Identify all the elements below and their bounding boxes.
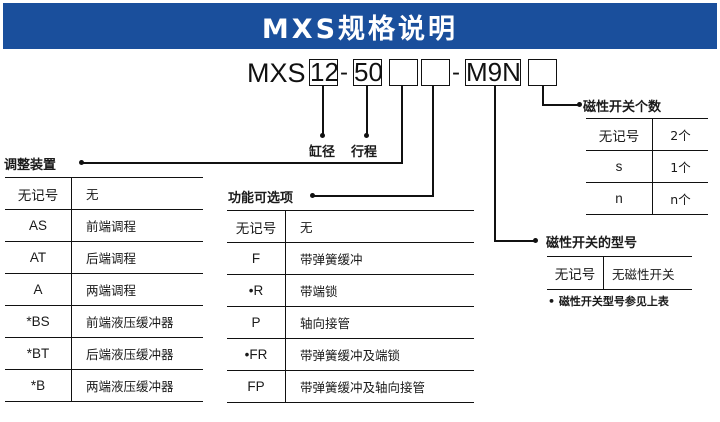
bore-box: 12 — [309, 57, 339, 87]
title-banner: MXS规格说明 — [3, 3, 717, 49]
bore-label: 缸径 — [309, 145, 336, 160]
desc-cell: 带弹簧缓冲及轴向接管 — [285, 370, 474, 403]
desc-cell: 无 — [285, 210, 474, 243]
code-cell: P — [227, 306, 286, 339]
switch-count-label: 磁性开关个数 — [583, 100, 662, 115]
switch-connector-v — [494, 86, 496, 241]
switch-count-connector-v — [542, 86, 544, 105]
code-cell: *BS — [5, 305, 72, 338]
function-connector-v — [432, 86, 434, 197]
desc-cell: 轴向接管 — [285, 306, 474, 339]
stroke-box: 50 — [353, 57, 383, 87]
code-cell: A — [5, 273, 72, 306]
page-title: MXS规格说明 — [261, 13, 459, 45]
switch-type-label: 磁性开关的型号 — [546, 236, 638, 251]
code-cell: *B — [5, 369, 72, 402]
stroke-label: 行程 — [351, 145, 378, 160]
adjuster-connector-h — [80, 162, 402, 164]
model-prefix: MXS — [247, 58, 306, 88]
desc-cell: n个 — [652, 182, 708, 215]
adjuster-box — [389, 59, 418, 86]
adjuster-label: 调整装置 — [4, 158, 57, 173]
switch-count-connector-h — [542, 104, 578, 106]
switch-dot — [533, 238, 538, 243]
desc-cell: 2个 — [652, 118, 708, 151]
switch-count-box — [528, 59, 557, 86]
table-row: 无记号无磁性开关 — [547, 256, 692, 290]
desc-cell: 无 — [71, 177, 203, 210]
code-cell: 无记号 — [5, 177, 72, 210]
code-cell: n — [586, 182, 653, 215]
function-connector-h — [312, 195, 433, 197]
table-row: 无记号无 — [227, 210, 474, 243]
desc-cell: 两端调程 — [71, 273, 203, 306]
code-cell: •R — [227, 274, 286, 307]
separator-1: - — [340, 59, 348, 86]
code-cell: AS — [5, 209, 72, 242]
table-row: 无记号无 — [5, 177, 203, 210]
switch-type-note: • 磁性开关型号参见上表 — [548, 295, 669, 308]
desc-cell: 两端液压缓冲器 — [71, 369, 203, 402]
function-box — [421, 59, 450, 86]
bore-dot — [320, 133, 325, 138]
bore-connector — [322, 86, 324, 135]
desc-cell: 后端调程 — [71, 241, 203, 274]
switch-connector-h — [494, 240, 534, 242]
code-cell: •FR — [227, 338, 286, 371]
desc-cell: 带端锁 — [285, 274, 474, 307]
function-dot — [310, 193, 315, 198]
desc-cell: 1个 — [652, 150, 708, 183]
adjuster-dot — [79, 160, 84, 165]
desc-cell: 无磁性开关 — [603, 256, 692, 290]
desc-cell: 带弹簧缓冲及端锁 — [285, 338, 474, 371]
switch-count-dot — [577, 102, 582, 107]
code-cell: 无记号 — [227, 210, 286, 243]
code-cell: F — [227, 242, 286, 275]
switch-type-table: 无记号无磁性开关 — [547, 256, 692, 290]
code-cell: 无记号 — [586, 118, 653, 151]
desc-cell: 前端调程 — [71, 209, 203, 242]
desc-cell: 前端液压缓冲器 — [71, 305, 203, 338]
function-label: 功能可选项 — [228, 191, 294, 206]
code-cell: s — [586, 150, 653, 183]
stroke-dot — [364, 133, 369, 138]
stroke-connector — [366, 86, 368, 135]
desc-cell: 带弹簧缓冲 — [285, 242, 474, 275]
desc-cell: 后端液压缓冲器 — [71, 337, 203, 370]
code-cell: *BT — [5, 337, 72, 370]
code-cell: 无记号 — [547, 256, 604, 290]
adjuster-connector-v — [401, 86, 403, 164]
switch-box: M9N — [465, 57, 521, 87]
code-cell: FP — [227, 370, 286, 403]
code-cell: AT — [5, 241, 72, 274]
separator-2: - — [452, 59, 460, 86]
